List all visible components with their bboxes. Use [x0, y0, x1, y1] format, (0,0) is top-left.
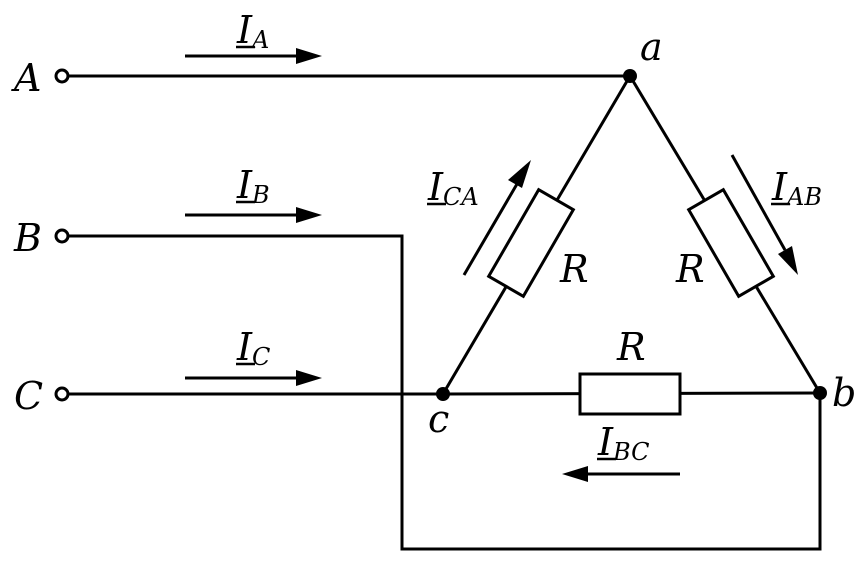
resistor-ab	[686, 187, 776, 299]
arrow-ibc-head	[562, 466, 588, 482]
terminal-label-B: B	[13, 216, 42, 260]
node-c	[436, 387, 450, 401]
terminal-B	[54, 228, 70, 244]
arrow-iab-head	[778, 246, 798, 275]
label-ic: IC	[236, 325, 270, 371]
label-ib: IB	[236, 163, 270, 209]
resistor-label-bc: R	[616, 325, 646, 369]
node-label-a: a	[640, 25, 663, 69]
svg-text:IB: IB	[236, 163, 270, 209]
arrow-ic-head	[296, 370, 322, 386]
node-b	[813, 386, 827, 400]
terminal-label-C: C	[14, 374, 43, 418]
resistor-label-ab: R	[675, 247, 705, 291]
terminal-label-A: A	[11, 56, 41, 100]
resistor-ca	[486, 187, 576, 299]
node-a	[623, 69, 637, 83]
arrow-iab	[730, 154, 787, 251]
node-label-c: c	[428, 397, 449, 441]
svg-text:ICA: ICA	[427, 165, 479, 211]
resistor-label-ca: R	[559, 247, 589, 291]
arrow-ica-head	[508, 160, 531, 188]
terminal-C	[54, 386, 70, 402]
arrow-ia-head	[296, 48, 322, 64]
arrow-ica	[462, 183, 519, 276]
svg-text:IAB: IAB	[771, 165, 822, 211]
svg-text:IC: IC	[236, 325, 270, 371]
terminal-A	[54, 68, 70, 84]
node-label-b: b	[832, 371, 856, 415]
label-iab: IAB	[771, 165, 822, 211]
label-ica: ICA	[427, 165, 479, 211]
arrow-ib-head	[296, 207, 322, 223]
wire-line-b	[68, 234, 822, 551]
label-ibc: IBC	[597, 420, 649, 466]
resistor-bc	[578, 372, 682, 416]
svg-text:IBC: IBC	[597, 420, 649, 466]
label-ia: IA	[236, 8, 269, 54]
